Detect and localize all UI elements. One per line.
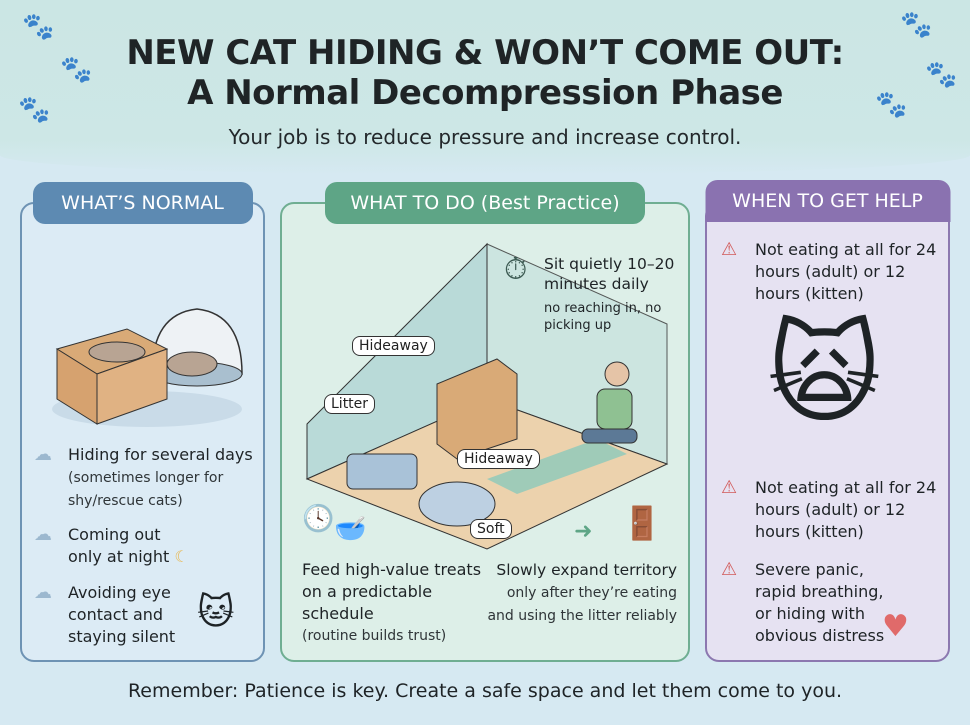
- footer-reminder: Remember: Patience is key. Create a safe…: [127, 680, 843, 702]
- panel-whats-normal: WHAT’S NORMAL ☁ Hiding for several days …: [20, 182, 265, 662]
- stopwatch-icon: ⏱: [504, 252, 528, 287]
- clock-icon: 🕓: [302, 504, 335, 534]
- list-item: ☁ Hiding for several days (sometimes lon…: [34, 444, 259, 512]
- sit-quietly-text: Sit quietly 10–20 minutes daily: [544, 255, 675, 293]
- cloud-icon: ☁: [34, 582, 52, 603]
- list-item: ⚠ Not eating at all for 24 hours (adult)…: [721, 239, 937, 303]
- header-band: 🐾 🐾 🐾 🐾 🐾 🐾: [0, 0, 970, 175]
- paw-icon: 🐾: [60, 55, 93, 85]
- page-title-line1: NEW CAT HIDING & WON’T COME OUT:: [126, 33, 844, 73]
- cat-face-icon: 🐱: [197, 592, 235, 633]
- panel-when-to-get-help: WHEN TO GET HELP ⚠ Not eating at all for…: [705, 180, 950, 662]
- list-item: ⚠ Not eating at all for 24 hours (adult)…: [721, 477, 937, 541]
- warning-icon: ⚠: [721, 559, 738, 580]
- panel-title: WHAT’S NORMAL: [32, 182, 253, 224]
- subtitle: Your job is to reduce pressure and incre…: [228, 125, 742, 149]
- feed-text: Feed high-value treats on a predictable …: [302, 560, 482, 644]
- label-hideaway: Hideaway: [352, 336, 435, 356]
- cloud-icon: ☁: [34, 444, 52, 465]
- panel-title: WHAT TO DO (Best Practice): [325, 182, 645, 224]
- paw-icon: 🐾: [22, 12, 55, 42]
- panel-what-to-do: WHAT TO DO (Best Practice) Hideaway Litt…: [280, 182, 690, 662]
- heart-distress-icon: ♥: [882, 609, 909, 644]
- label-litter: Litter: [324, 394, 376, 414]
- expand-text: Slowly expand territory only after they’…: [487, 561, 677, 624]
- arrow-icon: ➜: [574, 519, 593, 544]
- paw-icon: 🐾: [925, 60, 958, 90]
- paw-icon: 🐾: [875, 90, 908, 120]
- paw-icon: 🐾: [900, 10, 933, 40]
- label-hideaway: Hideaway: [457, 449, 540, 469]
- page-title-line2: A Normal Decompression Phase: [187, 73, 783, 113]
- warning-icon: ⚠: [721, 477, 738, 498]
- cats-hiding-illustration: [52, 308, 243, 427]
- food-bowl-icon: 🥣: [334, 514, 367, 544]
- label-soft: Soft: [470, 519, 512, 539]
- door-icon: 🚪: [622, 504, 662, 542]
- moon-icon: ☾: [174, 547, 189, 566]
- cloud-icon: ☁: [34, 524, 52, 545]
- safe-room-illustration: [305, 242, 669, 550]
- sit-quietly-note: no reaching in, no picking up: [544, 301, 662, 333]
- list-item: ☁ Coming out only at night ☾: [34, 524, 189, 566]
- warning-icon: ⚠: [721, 239, 738, 260]
- list-item: ☁ Avoiding eye contact and staying silen…: [34, 582, 176, 646]
- list-item: ⚠ Severe panic, rapid breathing, or hidi…: [721, 559, 885, 645]
- paw-icon: 🐾: [18, 95, 51, 125]
- panel-title: WHEN TO GET HELP: [705, 180, 950, 222]
- scared-cat-illustration: 🙀: [767, 310, 882, 438]
